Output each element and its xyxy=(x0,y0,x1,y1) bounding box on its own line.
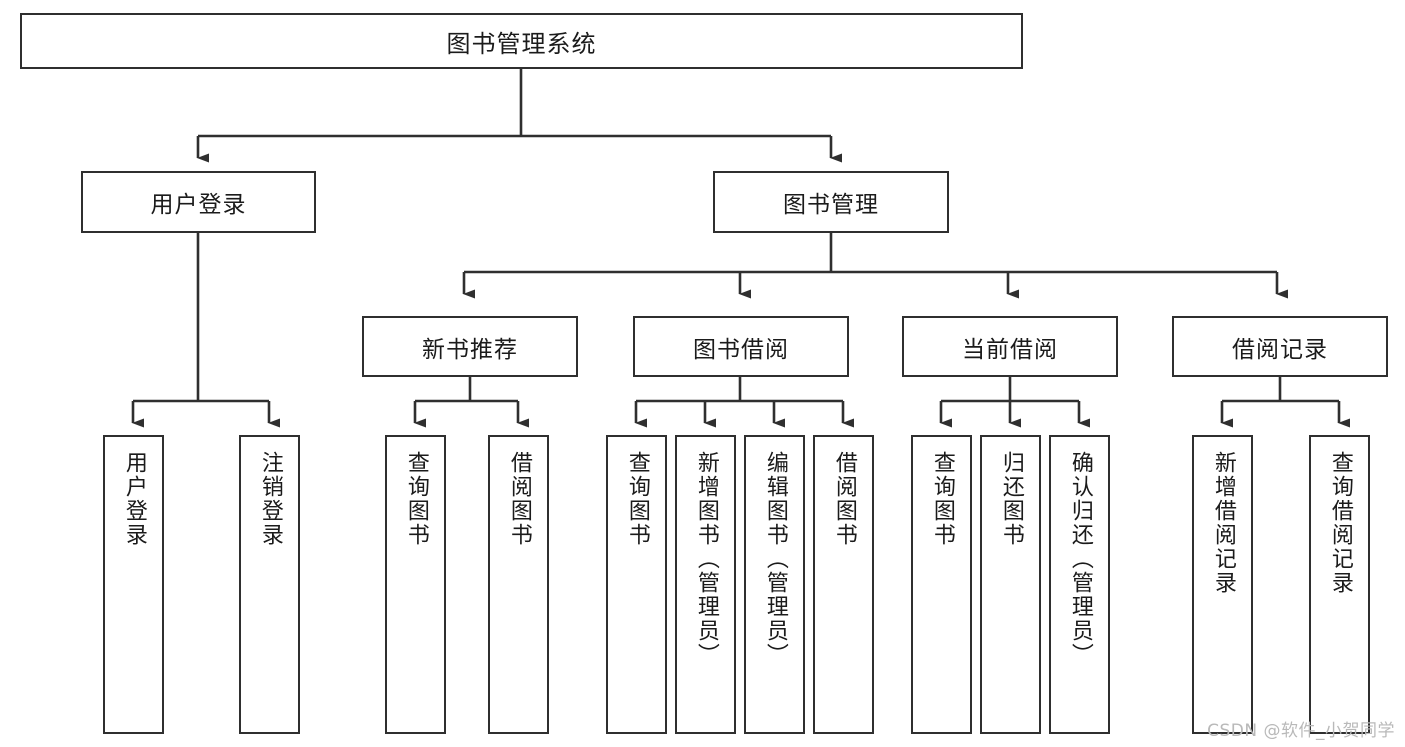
csdn-watermark: CSDN @软件_小贺同学 xyxy=(1207,721,1395,741)
leaf-query-book-borrow[interactable]: 查询图书 xyxy=(606,435,667,734)
leaf-user-login[interactable]: 用户登录 xyxy=(103,435,164,734)
leaf-label: 借阅图书 xyxy=(831,451,857,547)
leaf-edit-book[interactable]: 编辑图书（管理员） xyxy=(744,435,805,734)
leaf-label: 新增借阅记录 xyxy=(1210,451,1236,595)
leaf-add-book[interactable]: 新增图书（管理员） xyxy=(675,435,736,734)
node-book-management[interactable]: 图书管理 xyxy=(713,171,949,233)
leaf-return-book[interactable]: 归还图书 xyxy=(980,435,1041,734)
leaf-label: 编辑图书（管理员） xyxy=(762,451,788,667)
leaf-label: 借阅图书 xyxy=(506,451,532,547)
leaf-label: 注销登录 xyxy=(257,451,283,547)
leaf-query-borrow-record[interactable]: 查询借阅记录 xyxy=(1309,435,1370,734)
node-user-login[interactable]: 用户登录 xyxy=(81,171,316,233)
leaf-query-book-recommend[interactable]: 查询图书 xyxy=(385,435,446,734)
leaf-label: 查询图书 xyxy=(929,451,955,547)
leaf-label: 新增图书（管理员） xyxy=(693,451,719,667)
leaf-label: 查询图书 xyxy=(624,451,650,547)
leaf-label: 确认归还（管理员） xyxy=(1067,451,1093,667)
node-borrow-record[interactable]: 借阅记录 xyxy=(1172,316,1388,377)
leaf-label: 查询借阅记录 xyxy=(1327,451,1353,595)
node-book-borrow[interactable]: 图书借阅 xyxy=(633,316,849,377)
leaf-query-book-current[interactable]: 查询图书 xyxy=(911,435,972,734)
leaf-logout-login[interactable]: 注销登录 xyxy=(239,435,300,734)
leaf-label: 归还图书 xyxy=(998,451,1024,547)
leaf-confirm-return[interactable]: 确认归还（管理员） xyxy=(1049,435,1110,734)
leaf-label: 查询图书 xyxy=(403,451,429,547)
leaf-label: 用户登录 xyxy=(121,451,147,547)
leaf-add-borrow-record[interactable]: 新增借阅记录 xyxy=(1192,435,1253,734)
node-new-book-recommend[interactable]: 新书推荐 xyxy=(362,316,578,377)
node-current-borrow[interactable]: 当前借阅 xyxy=(902,316,1118,377)
node-root-system[interactable]: 图书管理系统 xyxy=(20,13,1023,69)
leaf-borrow-book-recommend[interactable]: 借阅图书 xyxy=(488,435,549,734)
leaf-borrow-book[interactable]: 借阅图书 xyxy=(813,435,874,734)
